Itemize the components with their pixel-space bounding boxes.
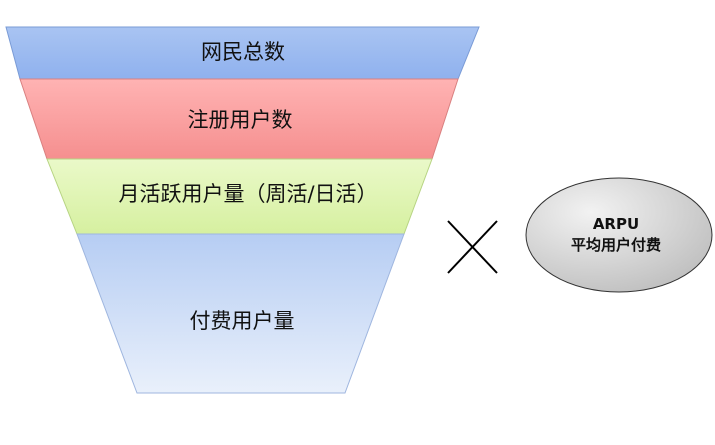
funnel-stage-registered-users: 注册用户数: [19, 78, 459, 160]
funnel-stage-label: 网民总数: [201, 40, 285, 64]
funnel-stage-monthly-active-users: 月活跃用户量（周活/日活）: [46, 158, 433, 235]
funnel-stage-internet-users: 网民总数: [5, 26, 480, 80]
arpu-subtitle: 平均用户付费: [571, 236, 661, 254]
arpu-title: ARPU: [593, 215, 639, 233]
multiply-icon: [447, 220, 498, 274]
funnel-stage-label: 注册用户数: [188, 108, 293, 132]
funnel-stage-label: 付费用户量: [190, 309, 295, 333]
arpu-ellipse: ARPU 平均用户付费: [525, 177, 713, 293]
funnel-stage-label: 月活跃用户量（周活/日活）: [118, 182, 377, 206]
funnel-stage-paying-users: 付费用户量: [76, 233, 405, 394]
